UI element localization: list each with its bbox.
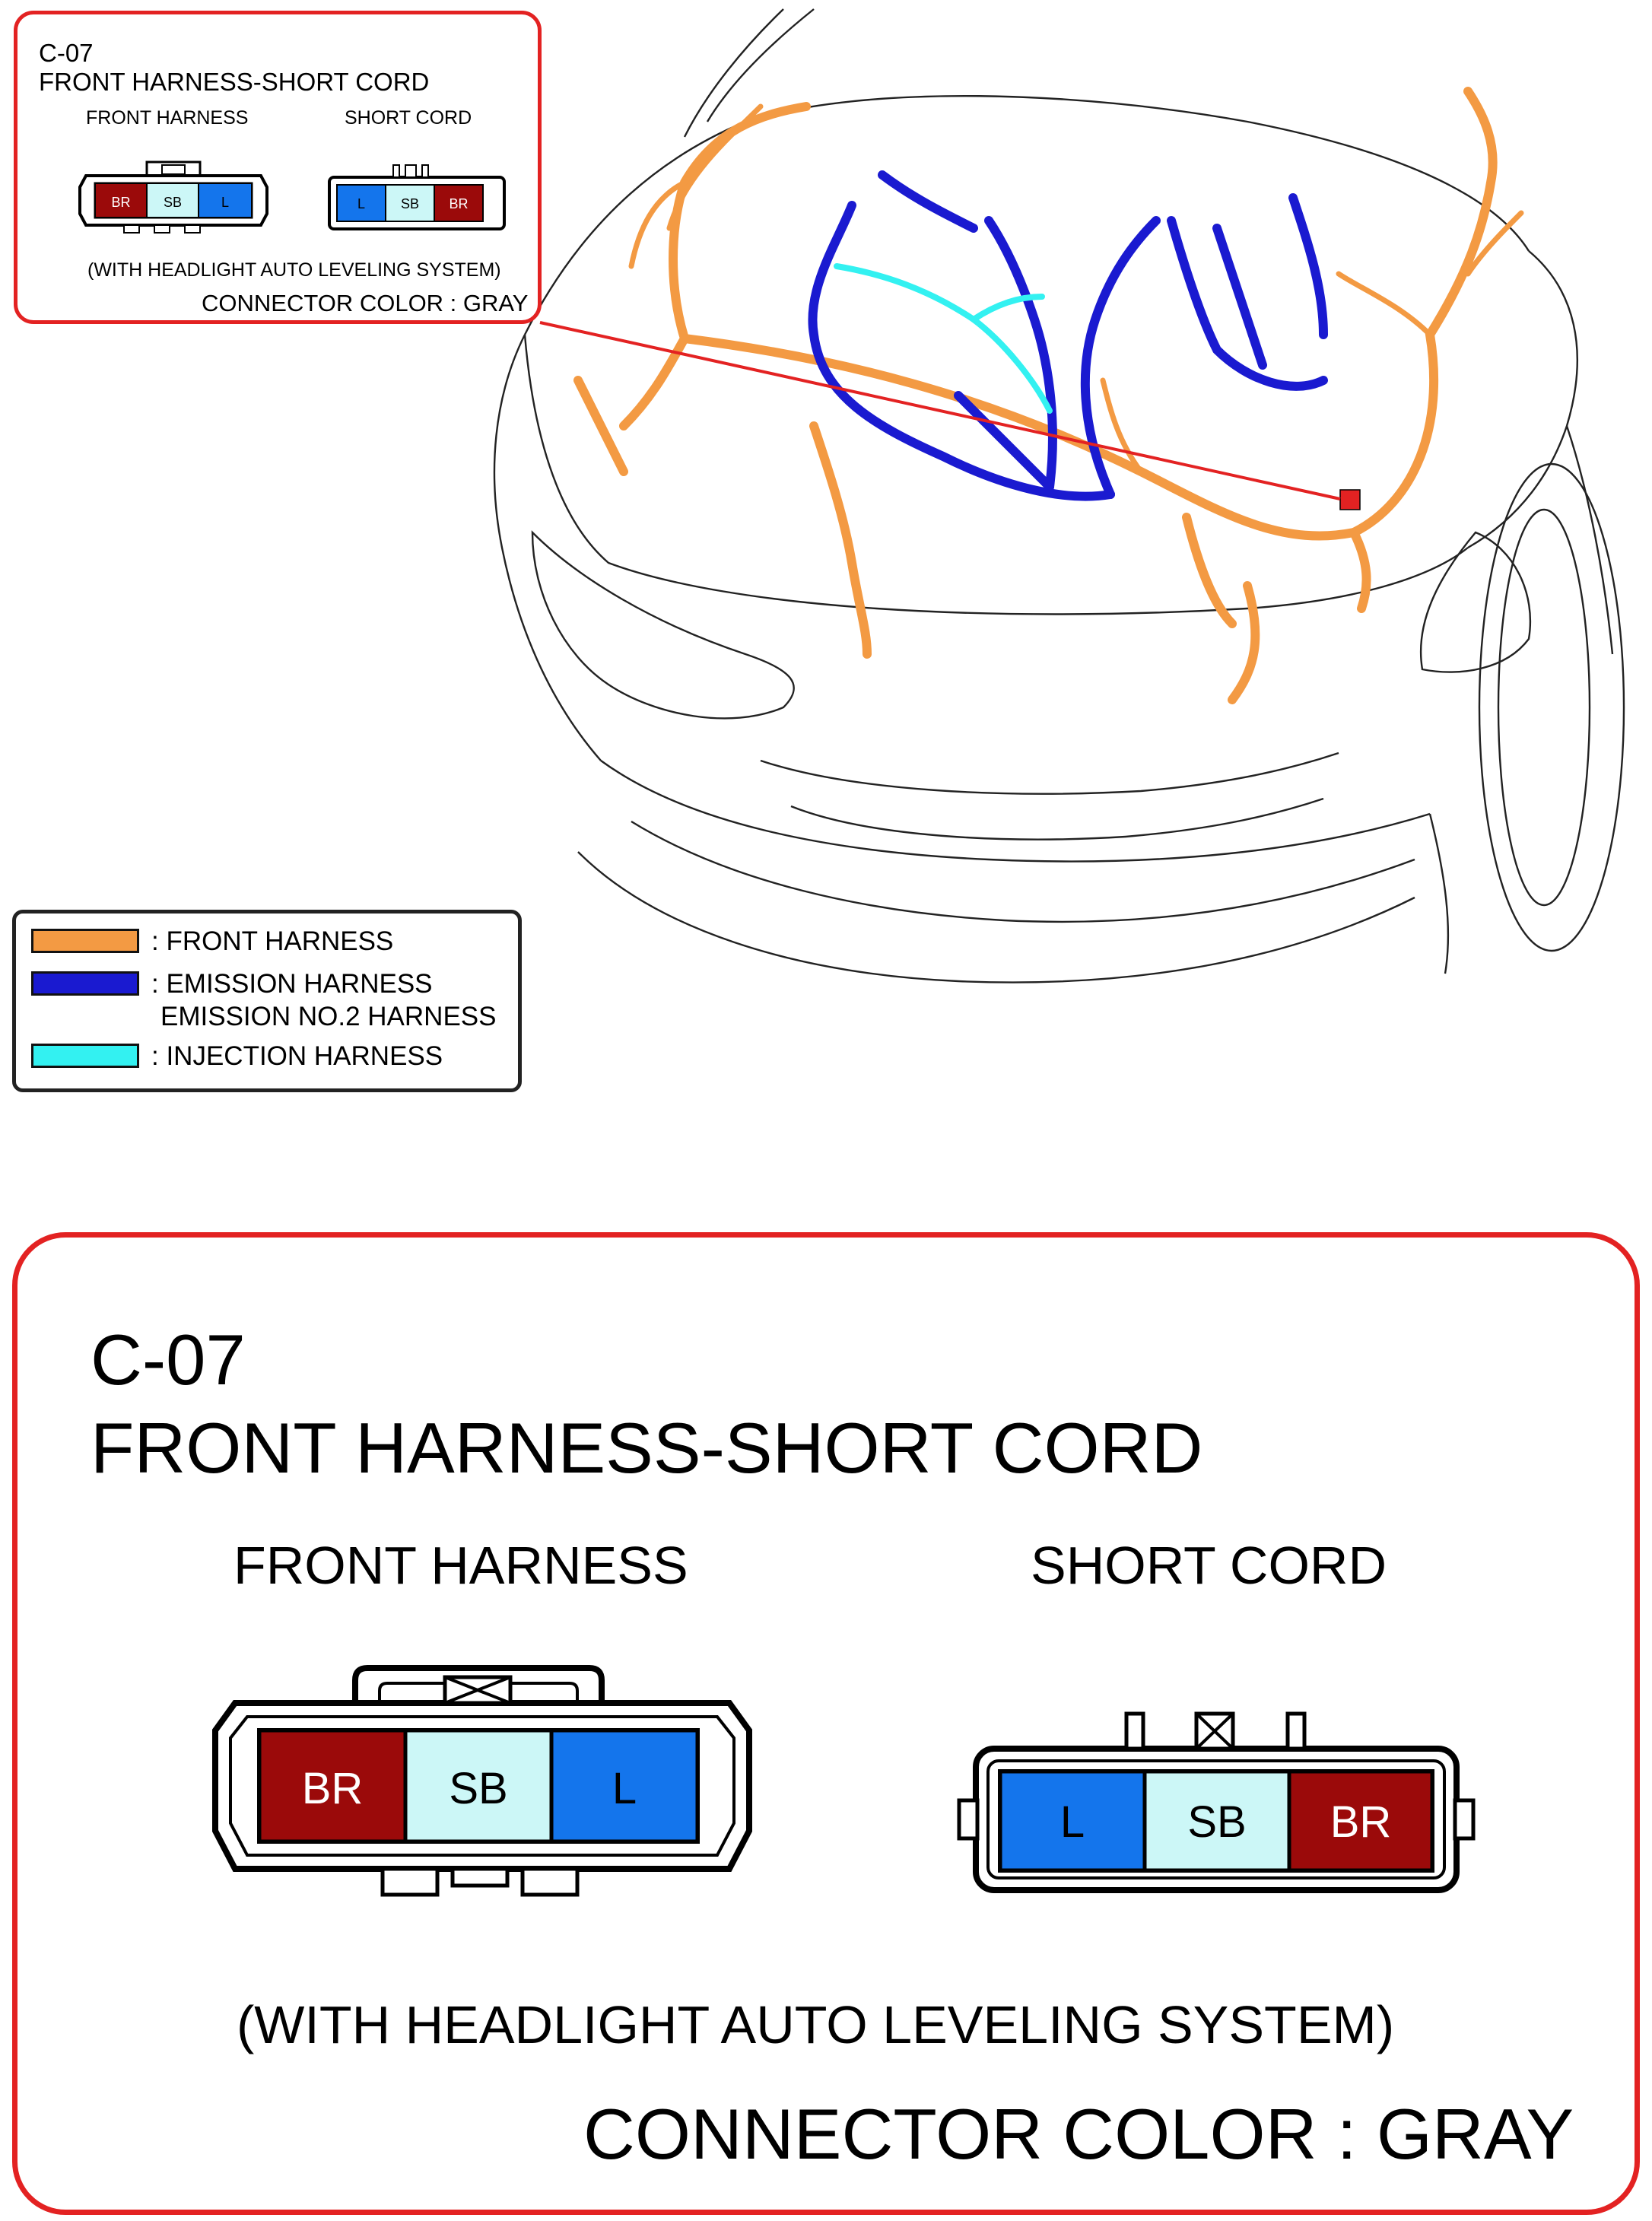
pin-label: L (221, 195, 229, 210)
note-text: (WITH HEADLIGHT AUTO LEVELING SYSTEM) (87, 259, 501, 281)
leader-line (539, 321, 1341, 500)
short-cord-connector: L SB BR (957, 1711, 1476, 1893)
connector-color-text: CONNECTOR COLOR : GRAY (202, 290, 529, 316)
pin-label: BR (111, 195, 130, 210)
pin-label: L (357, 196, 365, 211)
connector-c07-location-marker (1339, 489, 1361, 510)
pin-label: BR (449, 196, 468, 211)
legend-swatch-emission-harness (31, 971, 139, 996)
connector-code: C-07 (39, 39, 94, 67)
short-cord-label: SHORT CORD (345, 107, 472, 129)
pin-label-l: L (1060, 1797, 1085, 1847)
note-text: (WITH HEADLIGHT AUTO LEVELING SYSTEM) (237, 1995, 1395, 2054)
pin-label-br: BR (1330, 1797, 1392, 1847)
car-body-outline (493, 8, 1625, 983)
front-harness-connector-small: BR SB L (78, 160, 268, 234)
connector-title: FRONT HARNESS-SHORT CORD (39, 68, 430, 96)
legend-label-emission-harness: : EMISSION HARNESS (151, 969, 433, 999)
pin-label-sb: SB (1187, 1797, 1246, 1847)
legend-swatch-injection-harness (31, 1044, 139, 1068)
short-cord-label: SHORT CORD (1031, 1536, 1387, 1595)
vehicle-harness-illustration (493, 8, 1625, 983)
emission-harness-routing (808, 170, 1328, 501)
connector-color-text: CONNECTOR COLOR : GRAY (583, 2094, 1574, 2174)
pin-label-br: BR (302, 1764, 364, 1813)
legend-swatch-front-harness (31, 929, 139, 953)
injection-harness-routing (834, 263, 1053, 414)
pin-label: SB (401, 196, 419, 211)
legend-label-front-harness: : FRONT HARNESS (151, 926, 394, 956)
front-harness-branches (628, 103, 1524, 475)
large-connector-callout: C-07 FRONT HARNESS-SHORT CORD FRONT HARN… (12, 1232, 1640, 2215)
front-harness-connector: BR SB L (212, 1665, 752, 1897)
front-harness-routing (573, 87, 1498, 704)
legend-label-emission-no2-harness: EMISSION NO.2 HARNESS (160, 1002, 497, 1031)
short-cord-connector-small: L SB BR (328, 164, 506, 230)
front-harness-label: FRONT HARNESS (234, 1536, 688, 1595)
harness-legend: : FRONT HARNESS : EMISSION HARNESS EMISS… (12, 910, 522, 1092)
small-connector-callout: C-07 FRONT HARNESS-SHORT CORD FRONT HARN… (14, 11, 542, 324)
front-harness-label: FRONT HARNESS (86, 107, 249, 129)
connector-title: FRONT HARNESS-SHORT CORD (91, 1408, 1203, 1488)
pin-label: SB (164, 195, 182, 210)
legend-label-injection-harness: : INJECTION HARNESS (151, 1041, 443, 1071)
connector-code: C-07 (91, 1320, 246, 1400)
pin-label-l: L (612, 1764, 637, 1813)
pin-label-sb: SB (449, 1764, 507, 1813)
